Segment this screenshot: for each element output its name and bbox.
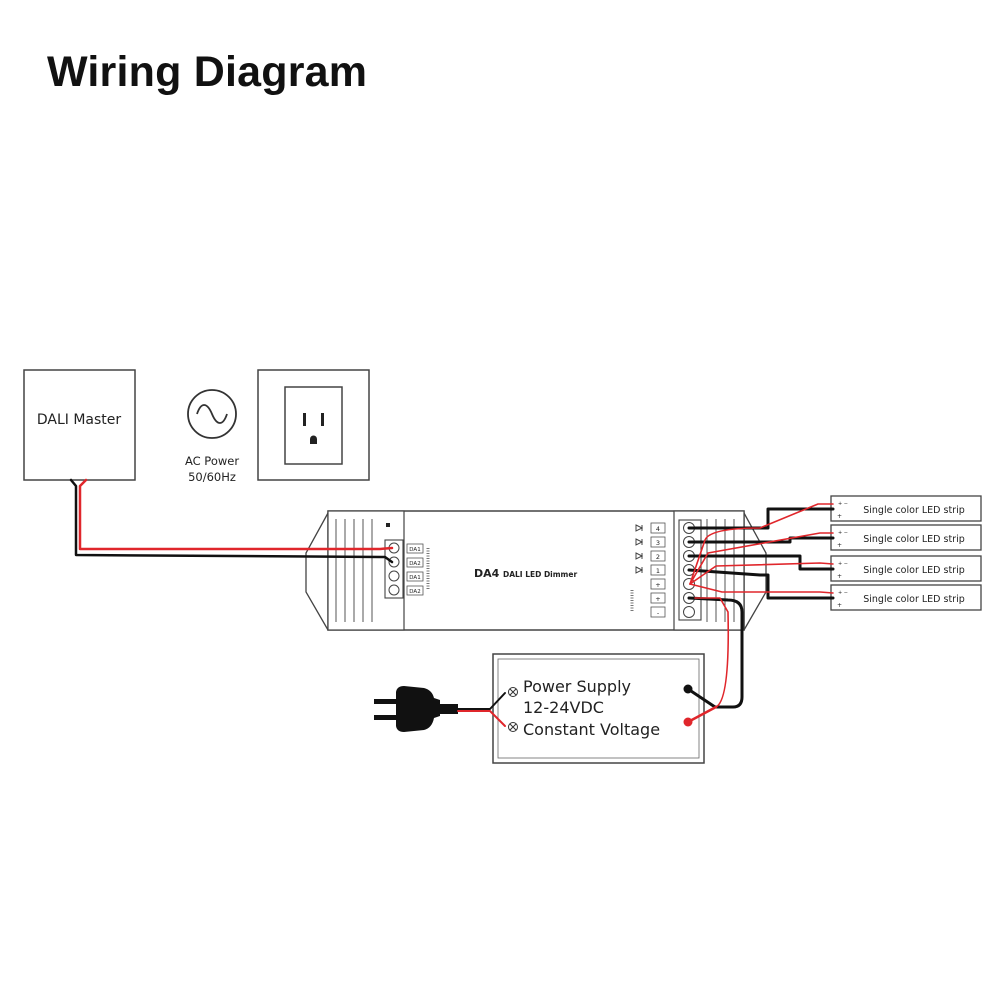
dali-terminal-label: DA2 (409, 589, 420, 595)
power-supply-type: Constant Voltage (523, 720, 660, 739)
output-terminal-label: + (655, 581, 660, 589)
output-terminal-label: 1 (656, 567, 660, 575)
dali-terminal-label: DA1 (409, 547, 420, 553)
ac-power-label: AC Power (185, 454, 239, 468)
da4-dimmer-unit: DA1 DA2 DA1 DA2 DA4 DALI LED Dimmer (305, 510, 767, 631)
wiring (69, 478, 835, 727)
led-strip: + − + Single color LED strip (830, 555, 982, 582)
dimmer-name-label: DALI LED Dimmer (503, 570, 577, 579)
led-strip-label: Single color LED strip (863, 505, 965, 516)
ac-frequency-label: 50/60Hz (188, 470, 236, 484)
output-terminal-label: 4 (656, 525, 660, 533)
ac-sine-icon (187, 389, 237, 439)
power-supply-voltage: 12-24VDC (523, 698, 604, 717)
wall-outlet-icon (257, 369, 370, 481)
svg-text:+: + (837, 602, 842, 609)
svg-text:+: + (837, 513, 842, 520)
output-terminal-label: + (655, 595, 660, 603)
dimmer-model-label: DA4 (474, 567, 500, 580)
ac-plug-icon (374, 686, 458, 732)
led-strip: + − + Single color LED strip (830, 524, 982, 551)
led-strip-label: Single color LED strip (863, 594, 965, 605)
dali-terminal-label: DA2 (409, 561, 420, 567)
output-terminal-label: 2 (656, 553, 660, 561)
svg-text:+ −: + − (838, 561, 848, 567)
dali-terminal-label: DA1 (409, 575, 420, 581)
output-terminal-label: 3 (656, 539, 660, 547)
led-strip-label: Single color LED strip (863, 534, 965, 545)
led-strip: + − + Single color LED strip (830, 495, 982, 522)
svg-text:+ −: + − (838, 501, 848, 507)
power-supply-title: Power Supply (523, 677, 631, 696)
svg-text:+: + (837, 542, 842, 549)
svg-text:+: + (837, 573, 842, 580)
dali-master-box: DALI Master (23, 369, 136, 481)
led-strip-label: Single color LED strip (863, 565, 965, 576)
led-strip: + − + Single color LED strip (830, 584, 982, 611)
ac-power-symbol: AC Power 50/60Hz (185, 389, 239, 484)
page-title: Wiring Diagram (47, 48, 368, 96)
output-terminal-label: - (657, 609, 660, 617)
dali-master-label: DALI Master (37, 412, 122, 428)
svg-text:+ −: + − (838, 590, 848, 596)
svg-text:+ −: + − (838, 530, 848, 536)
power-supply-box: Power Supply 12-24VDC Constant Voltage (492, 653, 705, 764)
